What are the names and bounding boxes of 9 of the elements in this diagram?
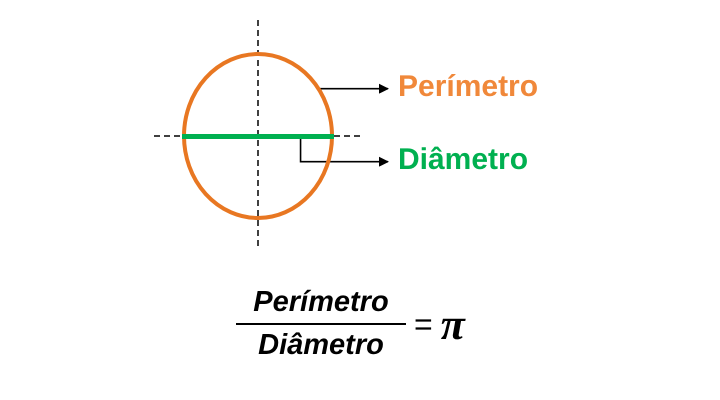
label-text: Diâmetro (398, 143, 528, 177)
denominator-text: Diâmetro (258, 329, 384, 362)
equals-sign: = (414, 306, 433, 342)
label-text: Perímetro (398, 70, 538, 104)
pi-symbol: π (440, 298, 465, 350)
numerator-text: Perímetro (253, 286, 389, 319)
arrow (318, 84, 389, 94)
arrow (300, 139, 389, 167)
circle-outline (182, 52, 334, 220)
